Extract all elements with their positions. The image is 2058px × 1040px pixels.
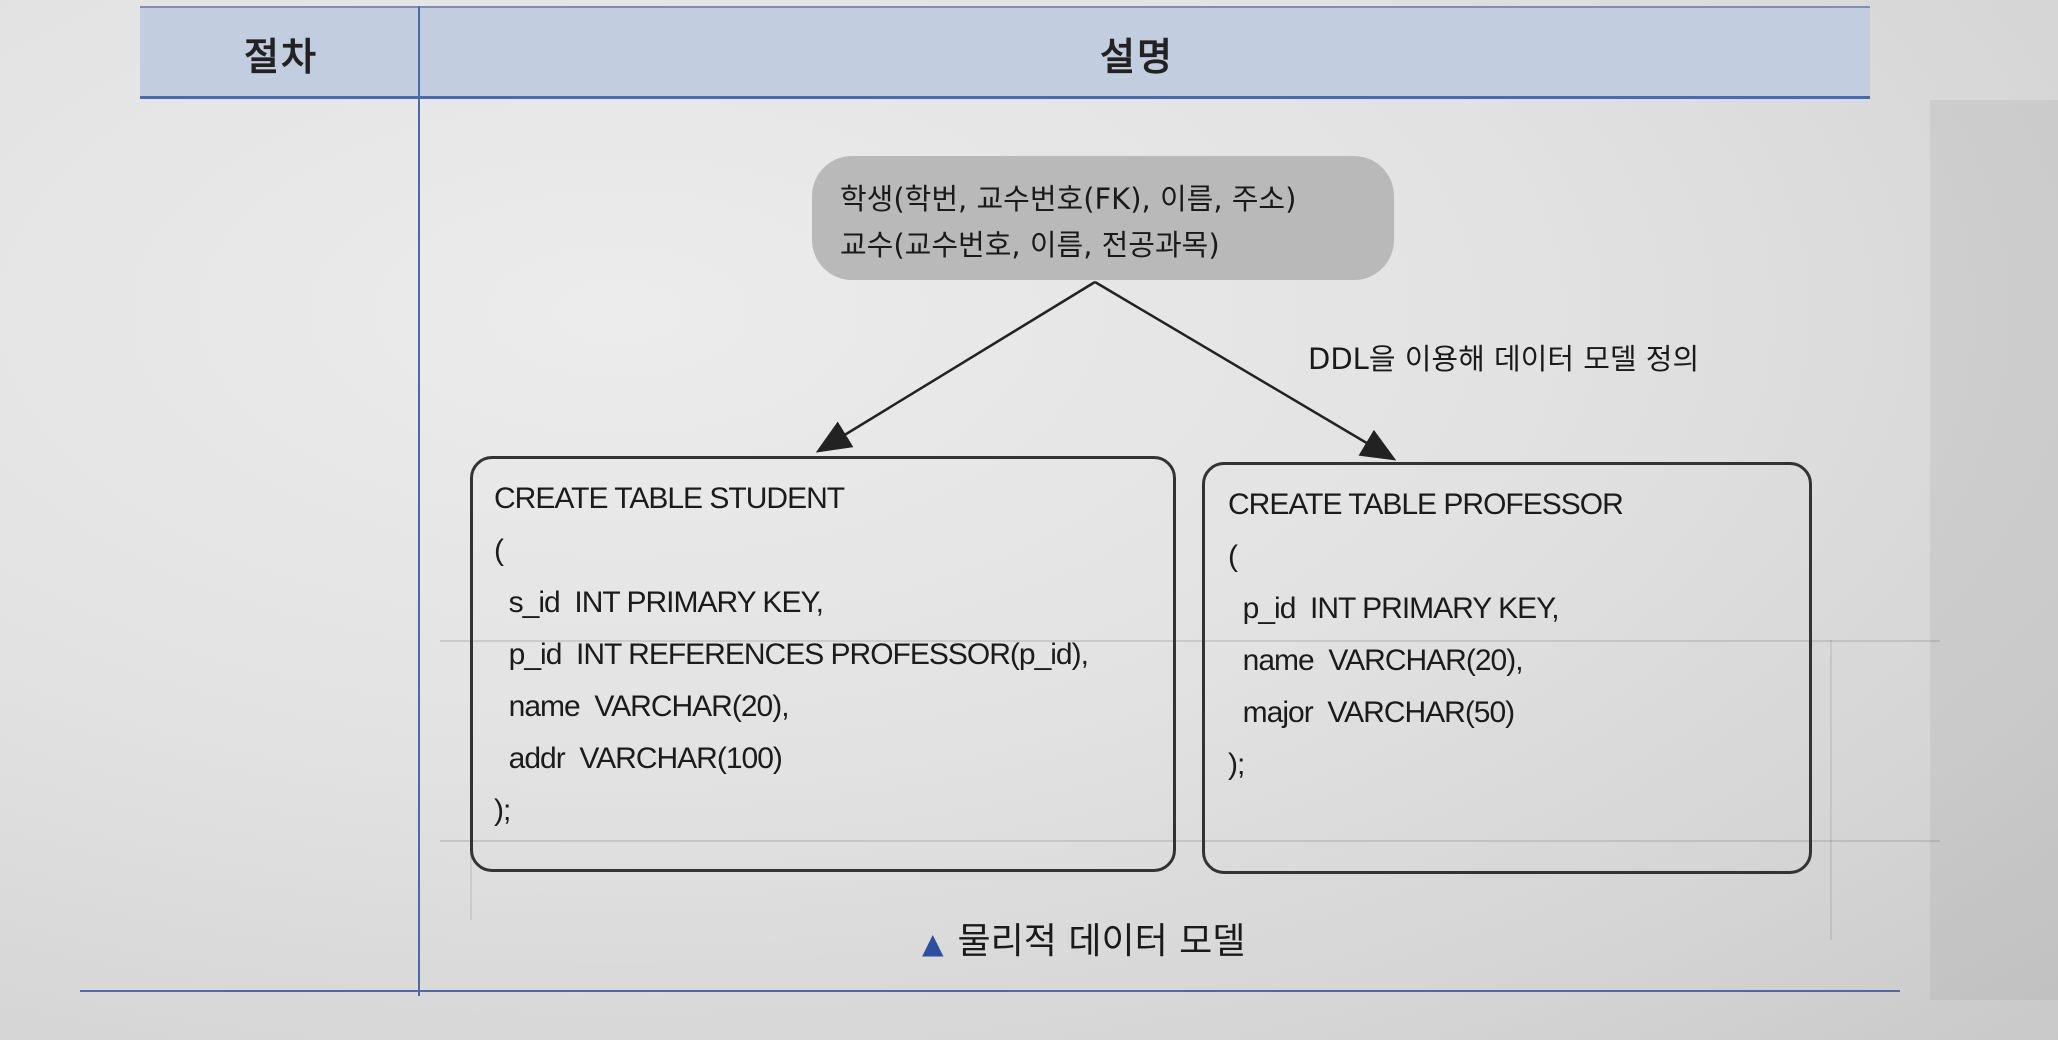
code-line: s_id INT PRIMARY KEY, bbox=[494, 586, 824, 619]
column-divider bbox=[418, 6, 420, 996]
professor-ddl-box bbox=[1202, 462, 1812, 874]
code-line: ( bbox=[494, 534, 504, 567]
code-line: p_id INT PRIMARY KEY, bbox=[1228, 592, 1560, 625]
header-description: 설명 bbox=[1100, 35, 1174, 79]
code-line: CREATE TABLE PROFESSOR bbox=[1228, 488, 1624, 521]
ddl-arrow-label: DDL을 이용해 데이터 모델 정의 bbox=[1308, 342, 1700, 376]
caption-text: 물리적 데이터 모델 bbox=[957, 921, 1246, 962]
code-line: p_id INT REFERENCES PROFESSOR(p_id), bbox=[494, 638, 1089, 671]
code-line: ); bbox=[1228, 748, 1245, 781]
code-line: major VARCHAR(50) bbox=[1228, 696, 1516, 729]
table-bottom-rule bbox=[80, 990, 1900, 992]
logical-model-bubble: 학생(학번, 교수번호(FK), 이름, 주소) 교수(교수번호, 이름, 전공… bbox=[812, 156, 1394, 280]
code-line: ); bbox=[494, 794, 511, 827]
table-header-row bbox=[140, 6, 1870, 99]
code-line: CREATE TABLE STUDENT bbox=[494, 482, 845, 515]
student-ddl-box bbox=[470, 456, 1176, 872]
bubble-line-professor: 교수(교수번호, 이름, 전공과목) bbox=[840, 228, 1220, 262]
code-line: addr VARCHAR(100) bbox=[494, 742, 783, 775]
arrow-to-professor bbox=[1094, 280, 1397, 461]
arrow-to-student bbox=[815, 280, 1096, 453]
bubble-line-student: 학생(학번, 교수번호(FK), 이름, 주소) bbox=[840, 182, 1297, 216]
header-procedure: 절차 bbox=[244, 35, 318, 79]
code-line: ( bbox=[1228, 540, 1238, 573]
code-line: name VARCHAR(20), bbox=[1228, 644, 1524, 677]
triangle-marker-icon: ▲ bbox=[922, 927, 944, 960]
figure-caption: ▲ 물리적 데이터 모델 bbox=[922, 912, 1245, 964]
code-line: name VARCHAR(20), bbox=[494, 690, 790, 723]
